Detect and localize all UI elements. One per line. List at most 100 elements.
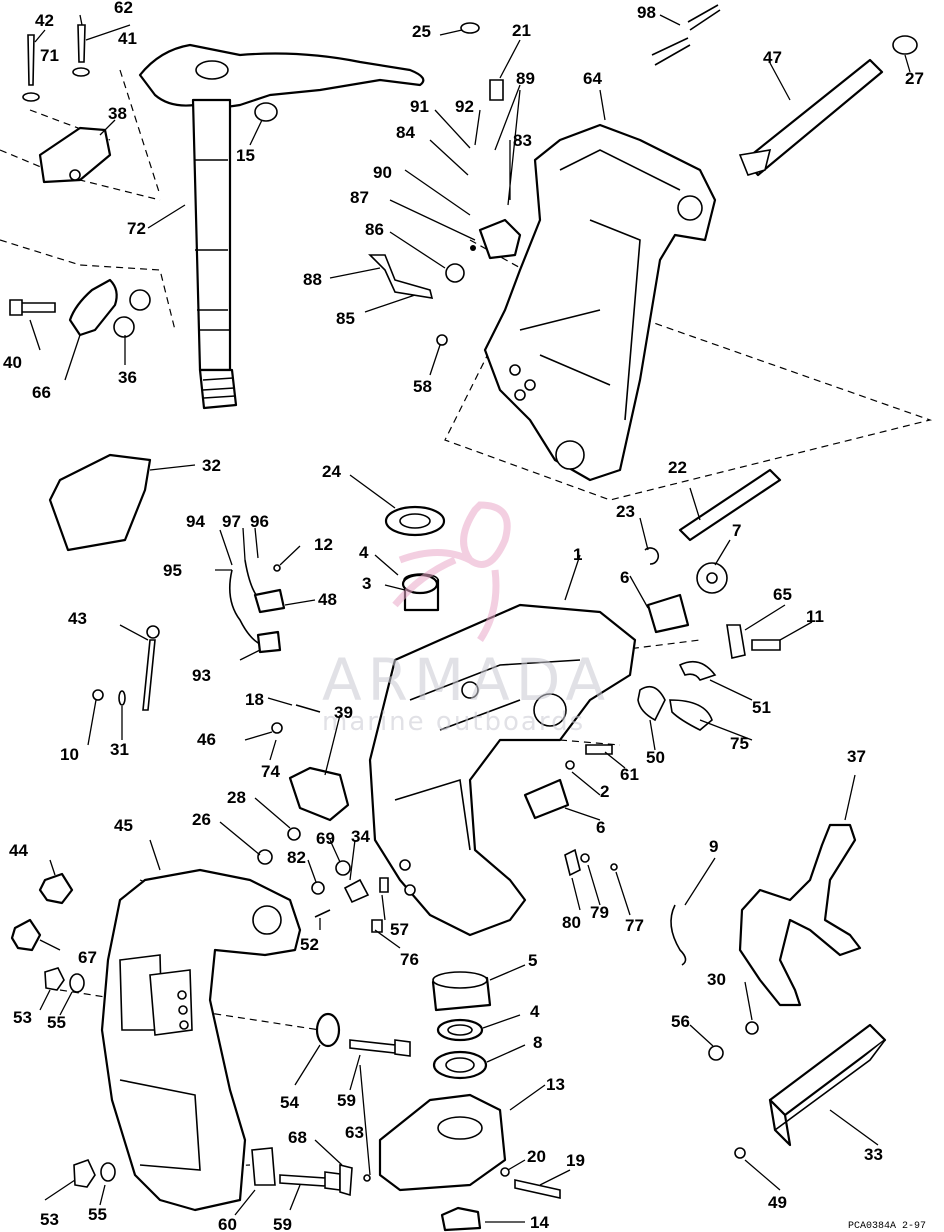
callout-label: 21 bbox=[512, 21, 531, 40]
callout-label: 51 bbox=[752, 698, 771, 717]
callout-label: 55 bbox=[88, 1205, 107, 1224]
callout-label: 95 bbox=[163, 561, 182, 580]
callout-label: 18 bbox=[245, 690, 264, 709]
callout-label: 54 bbox=[280, 1093, 299, 1112]
callout-label: 47 bbox=[763, 48, 782, 67]
callout-label: 75 bbox=[730, 734, 749, 753]
right-small-parts bbox=[644, 547, 781, 659]
callout-label: 37 bbox=[847, 747, 866, 766]
callout-label: 6 bbox=[620, 568, 629, 587]
callout-label: 1 bbox=[573, 545, 582, 564]
callout-label: 82 bbox=[287, 848, 306, 867]
callout-label: 27 bbox=[905, 69, 924, 88]
callout-label: 58 bbox=[413, 377, 432, 396]
callout-label: 31 bbox=[110, 740, 129, 759]
callout-label: 93 bbox=[192, 666, 211, 685]
callout-label: 7 bbox=[732, 521, 741, 540]
tilt-bolt-parts bbox=[9, 278, 151, 338]
callout-label: 76 bbox=[400, 950, 419, 969]
lock-clip-parts bbox=[585, 660, 717, 755]
callout-label: 48 bbox=[318, 590, 337, 609]
callout-label: 15 bbox=[236, 146, 255, 165]
callout-label: 13 bbox=[546, 1075, 565, 1094]
callout-label: 8 bbox=[533, 1033, 542, 1052]
callout-label: 71 bbox=[40, 46, 59, 65]
callout-label: 41 bbox=[118, 29, 137, 48]
callout-label: 36 bbox=[118, 368, 137, 387]
callout-label: 79 bbox=[590, 903, 609, 922]
armada-watermark: ARMADA marine outboards bbox=[322, 501, 611, 737]
callout-label: 25 bbox=[412, 22, 431, 41]
lower-swivel-parts bbox=[378, 971, 561, 1232]
callout-label: 90 bbox=[373, 163, 392, 182]
callout-label: 60 bbox=[218, 1215, 237, 1232]
callout-label: 46 bbox=[197, 730, 216, 749]
callout-label: 92 bbox=[455, 97, 474, 116]
steering-arm-assembly bbox=[138, 43, 425, 410]
callout-label: 49 bbox=[768, 1193, 787, 1212]
callout-label: 5 bbox=[528, 951, 537, 970]
watermark-tagline: marine outboards bbox=[322, 707, 585, 737]
callout-label: 20 bbox=[527, 1147, 546, 1166]
callout-label: 63 bbox=[345, 1123, 364, 1142]
callout-label: 91 bbox=[410, 97, 429, 116]
callout-label: 12 bbox=[314, 535, 333, 554]
callout-label: 38 bbox=[108, 104, 127, 123]
clamp-bracket-45 bbox=[100, 868, 302, 1212]
callout-label: 4 bbox=[359, 543, 369, 562]
callout-label: 84 bbox=[396, 123, 415, 142]
callout-label: 97 bbox=[222, 512, 241, 531]
callout-label: 68 bbox=[288, 1128, 307, 1147]
callout-label: 19 bbox=[566, 1151, 585, 1170]
callout-label: 59 bbox=[337, 1091, 356, 1110]
callout-label: 88 bbox=[303, 270, 322, 289]
tilt-tube-parts bbox=[651, 4, 918, 177]
callout-label: 40 bbox=[3, 353, 22, 372]
callout-label: 10 bbox=[60, 745, 79, 764]
spring-parts bbox=[564, 848, 687, 966]
callout-label: 23 bbox=[616, 502, 635, 521]
callout-label: 86 bbox=[365, 220, 384, 239]
callout-label: 22 bbox=[668, 458, 687, 477]
pin-22 bbox=[678, 468, 782, 542]
callout-label: 2 bbox=[600, 782, 609, 801]
callout-label: 89 bbox=[516, 69, 535, 88]
lower-bolts bbox=[251, 1012, 411, 1197]
callout-label: 53 bbox=[13, 1008, 32, 1027]
callout-label: 39 bbox=[334, 703, 353, 722]
leader-lines bbox=[29, 14, 911, 1223]
nuts-and-washers bbox=[10, 872, 116, 1188]
callout-label: 67 bbox=[78, 948, 97, 967]
callout-label: 85 bbox=[336, 309, 355, 328]
callout-label: 42 bbox=[35, 11, 54, 30]
callout-label: 4 bbox=[530, 1002, 540, 1021]
callout-label: 62 bbox=[114, 0, 133, 17]
footer-code: PCA0384A 2-97 bbox=[848, 1221, 926, 1232]
armada-propeller-logo bbox=[392, 501, 511, 642]
callout-label: 6 bbox=[596, 818, 605, 837]
wiring-parts bbox=[229, 559, 286, 654]
trim-sender-parts bbox=[368, 22, 522, 346]
trim-parts-cluster bbox=[257, 704, 389, 933]
callout-label: 30 bbox=[707, 970, 726, 989]
callout-label: 59 bbox=[273, 1215, 292, 1232]
callout-label: 45 bbox=[114, 816, 133, 835]
callout-label: 43 bbox=[68, 609, 87, 628]
watermark-brand: ARMADA bbox=[322, 646, 611, 714]
callout-label: 28 bbox=[227, 788, 246, 807]
callout-label: 24 bbox=[322, 462, 341, 481]
callout-label: 72 bbox=[127, 219, 146, 238]
callout-label: 34 bbox=[351, 827, 370, 846]
callout-label: 50 bbox=[646, 748, 665, 767]
callout-label: 83 bbox=[513, 131, 532, 150]
stern-bracket-64 bbox=[483, 123, 717, 482]
callout-label: 33 bbox=[864, 1145, 883, 1164]
callout-label: 9 bbox=[709, 837, 718, 856]
callout-label: 52 bbox=[300, 935, 319, 954]
callout-label: 3 bbox=[362, 574, 371, 593]
callout-label: 11 bbox=[806, 607, 824, 626]
callout-label: 74 bbox=[261, 762, 280, 781]
callout-label: 80 bbox=[562, 913, 581, 932]
callout-label: 56 bbox=[671, 1012, 690, 1031]
